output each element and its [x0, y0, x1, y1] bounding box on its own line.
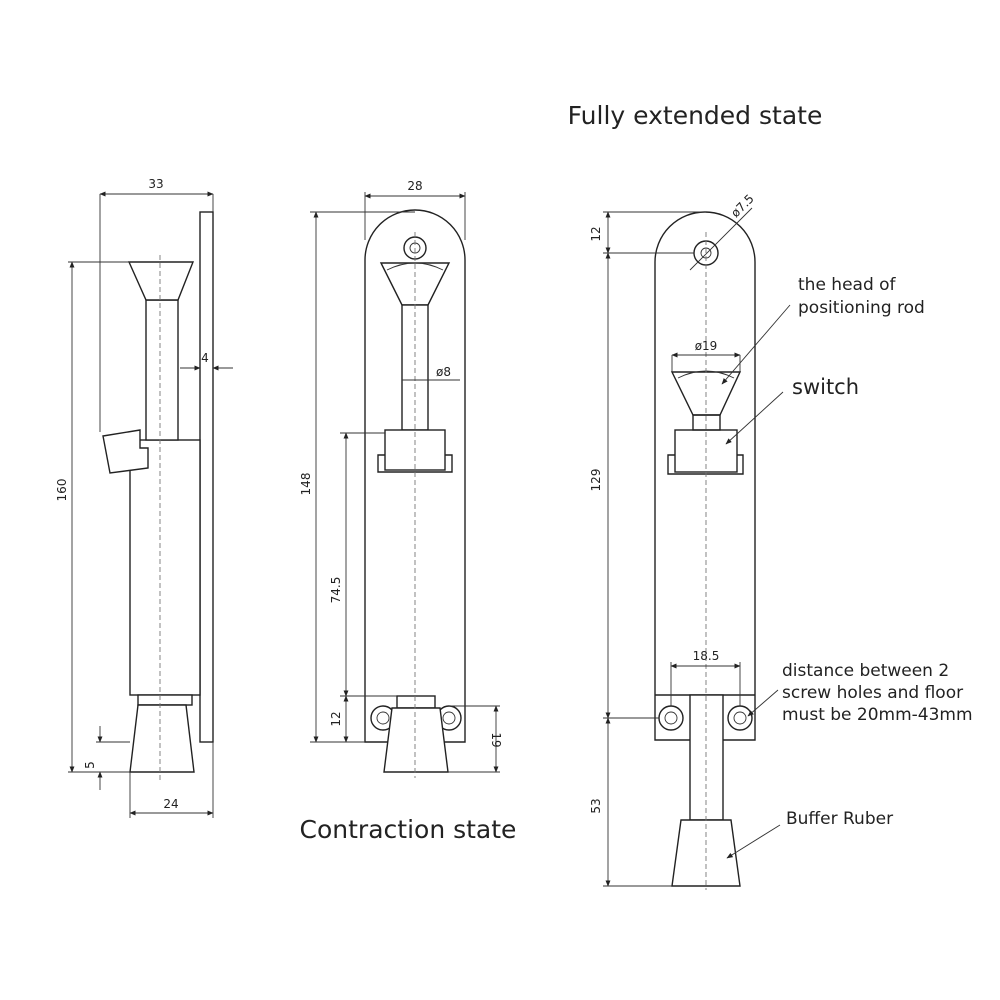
- label-screw-line1: distance between 2: [782, 661, 949, 681]
- dim-extension: 53: [589, 798, 603, 813]
- leader-screw-holes: [747, 689, 779, 717]
- extended-plate: [654, 211, 756, 741]
- dim-side-width: 33: [148, 177, 163, 191]
- dim-extended-height: 129: [589, 469, 603, 492]
- leader-switch: [725, 391, 784, 445]
- side-rod-head: [127, 261, 195, 301]
- contraction-buffer-rubber: [383, 707, 449, 773]
- extended-rod: [689, 694, 724, 821]
- dim-rod-diameter: ø8: [436, 365, 451, 379]
- dim-front-width: 28: [407, 179, 422, 193]
- contraction-view: 28 ø8 148 74.5 12 19 Contraction state: [299, 179, 516, 844]
- side-switch-tab: [102, 429, 149, 474]
- dim-head-diameter: ø19: [695, 339, 718, 353]
- dim-foot-height: 19: [489, 732, 503, 747]
- label-head-line2: positioning rod: [798, 298, 925, 318]
- leader-head: [721, 304, 791, 385]
- dim-side-foot-width: 24: [163, 797, 178, 811]
- dim-screw-spacing: 18.5: [693, 649, 720, 663]
- dim-switch-height: 74.5: [329, 577, 343, 604]
- label-screw-line2: screw holes and floor: [782, 683, 963, 703]
- side-view: 33 4 160 5 24: [55, 177, 233, 818]
- dim-side-foot-gap: 5: [83, 761, 97, 769]
- side-rod: [145, 299, 179, 441]
- dim-top-hole-offset: 12: [589, 226, 603, 241]
- side-collar: [137, 694, 193, 706]
- extended-view: Fully extended state ø7.5 12: [568, 101, 973, 890]
- contraction-collar: [396, 695, 436, 709]
- title-extended: Fully extended state: [568, 101, 823, 130]
- dim-screw-offset: 12: [329, 711, 343, 726]
- dim-side-height: 160: [55, 479, 69, 502]
- side-buffer-rubber: [129, 704, 195, 773]
- label-switch: switch: [792, 375, 859, 399]
- leader-buffer: [726, 824, 781, 859]
- label-buffer: Buffer Ruber: [786, 809, 893, 829]
- side-housing: [129, 439, 201, 696]
- label-screw-line3: must be 20mm-43mm: [782, 705, 973, 725]
- label-head-line1: the head of: [798, 275, 897, 295]
- dim-side-wall: 4: [201, 351, 209, 365]
- title-contraction: Contraction state: [300, 815, 517, 844]
- side-mount-plate: [199, 211, 214, 743]
- dim-front-height: 148: [299, 473, 313, 496]
- dim-hole-diameter: ø7.5: [728, 192, 757, 221]
